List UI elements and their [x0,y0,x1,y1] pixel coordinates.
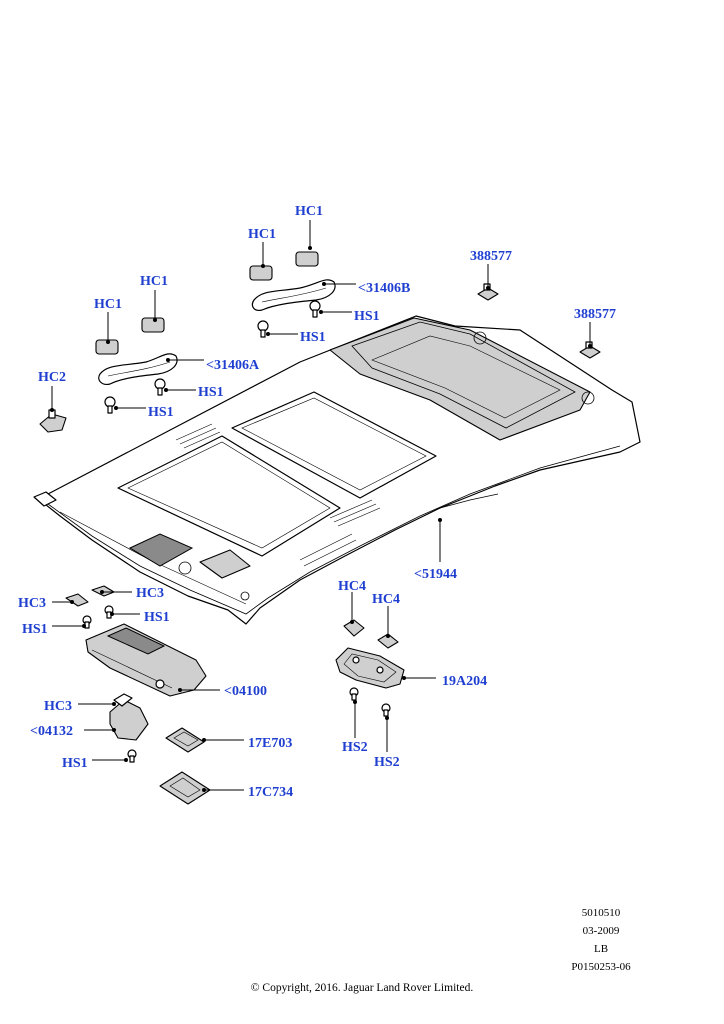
callout-hs1-c[interactable]: HS1 [198,385,224,400]
callout-04132[interactable]: <04132 [30,724,73,739]
console-clips-hc4[interactable] [343,619,399,717]
screw-hs1-upper[interactable] [104,300,321,414]
headlining-panel[interactable] [33,315,641,625]
callout-388577-b[interactable]: 388577 [574,307,616,322]
clip-hc1-a-shape [249,265,273,281]
callout-31406a[interactable]: <31406A [206,358,260,373]
callout-hs1-a[interactable]: HS1 [354,309,380,324]
callout-hs2-a[interactable]: HS2 [342,740,368,755]
callout-51944[interactable]: <51944 [414,567,457,582]
callout-hs2-b[interactable]: HS2 [374,755,400,770]
callout-hs1-b[interactable]: HS1 [300,330,326,345]
callout-388577-a[interactable]: 388577 [470,249,512,264]
callout-hc1-c[interactable]: HC1 [140,274,168,289]
visor-bracket-04132[interactable] [109,693,149,763]
sun-visor-04100[interactable] [85,623,207,697]
clip-hc2[interactable] [39,409,67,433]
callout-hc1-d[interactable]: HC1 [94,297,122,312]
callout-hc4-a[interactable]: HC4 [338,579,366,594]
meta-date: 03-2009 [582,925,620,937]
callout-31406b[interactable]: <31406B [358,281,410,296]
callout-17c734[interactable]: 17C734 [248,785,293,800]
overhead-console-19a204[interactable] [335,647,405,689]
callout-hc3-c[interactable]: HC3 [44,699,72,714]
meta-variant: LB [593,943,609,955]
callout-labels: HC1 HC1 <31406B HS1 HS1 HC1 HC1 <31406A … [18,204,616,800]
leader-lines [50,220,592,792]
callout-hs1-f[interactable]: HS1 [144,610,170,625]
callout-19a204[interactable]: 19A204 [442,674,487,689]
callout-04100[interactable]: <04100 [224,684,267,699]
callout-hs1-e[interactable]: HS1 [22,622,48,637]
meta-code: 5010510 [581,907,621,919]
callout-hs1-g[interactable]: HS1 [62,756,88,771]
grab-handle-31406a[interactable] [95,317,178,385]
callout-hc1-b[interactable]: HC1 [248,227,276,242]
callout-hc3-b[interactable]: HC3 [136,586,164,601]
callout-hc4-b[interactable]: HC4 [372,592,400,607]
lamp-bezel-17e703[interactable] [165,727,205,753]
callout-hc2[interactable]: HC2 [38,370,66,385]
callout-hs1-d[interactable]: HS1 [148,405,174,420]
grab-handle-31406b[interactable] [249,251,336,311]
callout-hc1-a[interactable]: HC1 [295,204,323,219]
clip-hc1-b-shape [295,251,319,267]
callout-hc3-a[interactable]: HC3 [18,596,46,611]
lamp-bezel-17c734[interactable] [159,771,211,805]
meta-illustration: P0150253-06 [571,961,631,973]
copyright-notice: © Copyright, 2016. Jaguar Land Rover Lim… [250,982,474,994]
callout-17e703[interactable]: 17E703 [248,736,292,751]
